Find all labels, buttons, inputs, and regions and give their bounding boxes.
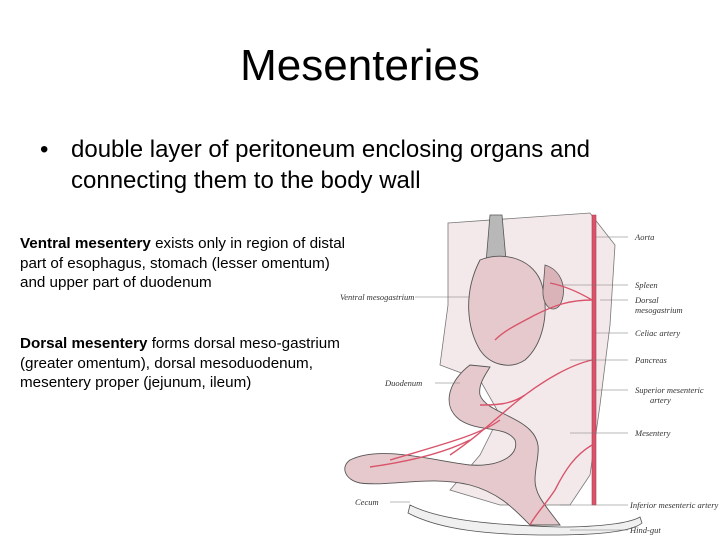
label-cecum: Cecum — [355, 497, 379, 507]
artery-branches — [369, 282, 593, 526]
label-ventral-mesogastrium: Ventral mesogastrium — [340, 292, 414, 302]
label-celiac-artery: Celiac artery — [635, 328, 680, 338]
ventral-mesentery-text: exists only in region of distal part of … — [20, 235, 346, 292]
label-duodenum: Duodenum — [384, 378, 422, 388]
bullet-text: double layer of peritoneum enclosing org… — [71, 136, 591, 194]
label-aorta: Aorta — [634, 232, 654, 242]
dorsal-mesentery-text: forms dorsal meso-gastrium (greater omen… — [20, 335, 340, 392]
label-hind-gut: Hind-gut — [629, 525, 661, 535]
bullet-item: • double layer of peritoneum enclosing o… — [40, 134, 660, 196]
intestine-loop — [344, 364, 561, 526]
bullet-dot: • — [40, 136, 49, 163]
dorsal-mesentery-paragraph: Dorsal mesentery forms dorsal meso-gastr… — [20, 334, 350, 393]
label-pancreas: Pancreas — [634, 355, 667, 365]
label-superior-mesenteric-1: Superior mesenteric — [635, 385, 704, 395]
label-mesentery: Mesentery — [634, 428, 671, 438]
label-inferior-mesenteric: Inferior mesenteric artery — [629, 500, 719, 510]
mesentery-anatomy-illustration: Aorta Spleen Dorsal mesogastrium Celiac … — [340, 212, 719, 536]
hindgut-shape — [407, 504, 643, 536]
ventral-mesentery-term: Ventral mesentery — [20, 235, 151, 252]
stomach-shape — [468, 255, 546, 366]
ventral-mesentery-paragraph: Ventral mesentery exists only in region … — [20, 234, 350, 293]
label-dorsal-mesogastrium-2: mesogastrium — [635, 305, 683, 315]
label-dorsal-mesogastrium-1: Dorsal — [634, 295, 659, 305]
label-spleen: Spleen — [635, 280, 658, 290]
slide-title: Mesenteries — [240, 41, 480, 90]
label-leader-lines — [390, 236, 628, 531]
dorsal-mesentery-term: Dorsal mesentery — [20, 335, 148, 352]
label-superior-mesenteric-2: artery — [650, 395, 671, 405]
